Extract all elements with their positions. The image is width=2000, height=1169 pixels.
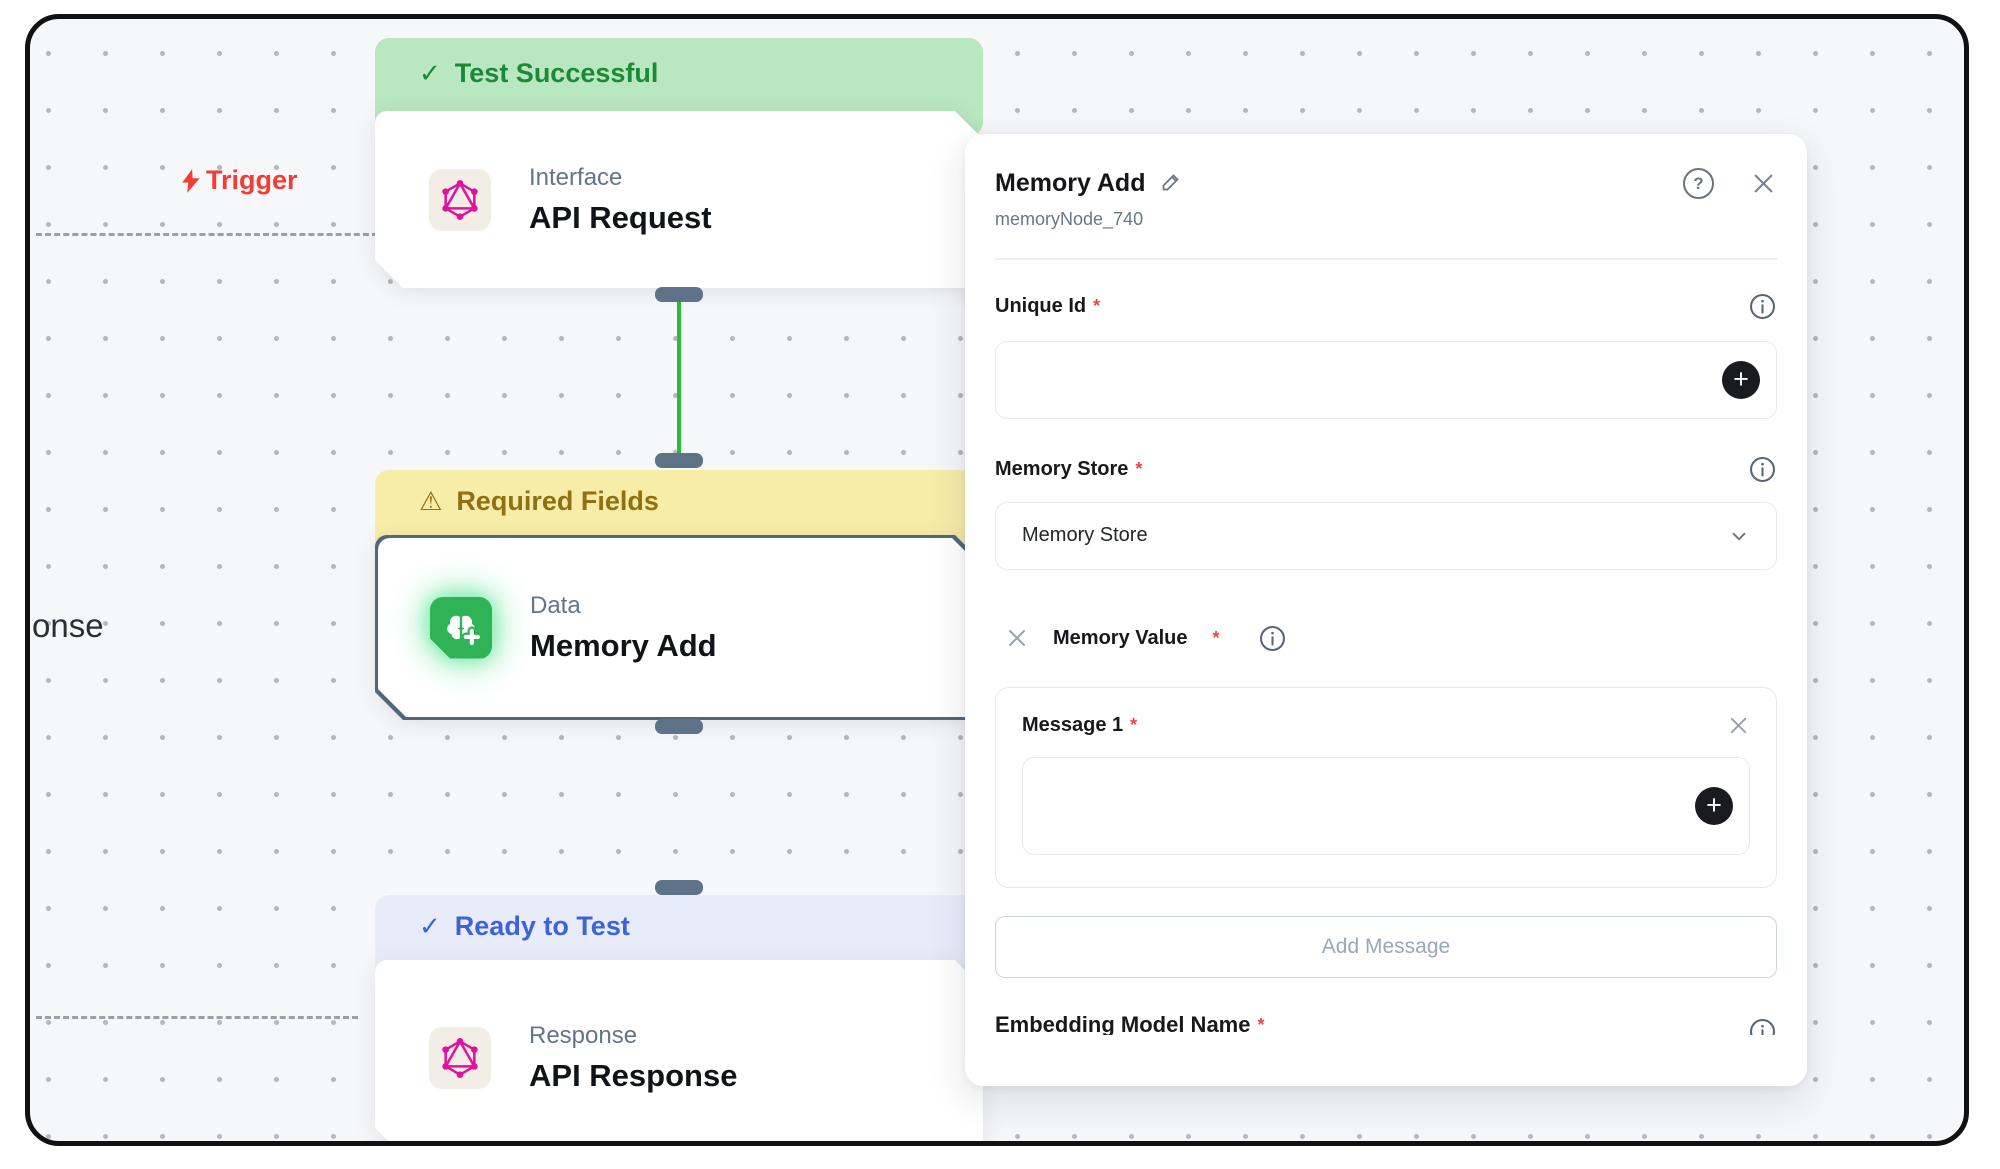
required-marker: * <box>1093 295 1101 316</box>
node-id-label: memoryNode_740 <box>995 209 1144 229</box>
memory-store-label: Memory Store <box>995 457 1129 480</box>
info-icon[interactable] <box>1748 1017 1777 1035</box>
node-title: API Request <box>529 199 712 235</box>
edge-api-request-to-memory-add <box>677 300 681 456</box>
check-icon: ✓ <box>419 58 441 88</box>
brain-add-icon <box>430 597 492 659</box>
required-marker: * <box>1257 1014 1265 1035</box>
status-text: Ready to Test <box>454 911 630 941</box>
memory-store-selected-value: Memory Store <box>1022 524 1148 546</box>
trigger-label: Trigger <box>206 165 298 195</box>
memory-value-label: Memory Value <box>1053 626 1188 649</box>
close-icon[interactable] <box>1750 170 1777 197</box>
required-marker: * <box>1130 714 1138 735</box>
status-text: Required Fields <box>456 486 659 516</box>
check-icon: ✓ <box>419 911 441 941</box>
unique-id-input[interactable]: + <box>995 340 1777 419</box>
message-1-card: Message 1 * + <box>995 686 1777 888</box>
required-marker: * <box>1135 458 1143 479</box>
add-variable-button[interactable]: + <box>1722 360 1760 399</box>
graphql-icon <box>429 1027 491 1089</box>
add-message-button[interactable]: Add Message <box>995 915 1777 978</box>
edit-pencil-icon[interactable] <box>1159 170 1183 194</box>
remove-message-icon[interactable] <box>1727 714 1750 737</box>
node-memory-add[interactable]: ⚠ Required Fields <box>375 470 983 730</box>
node-card-api-request[interactable]: Interface API Request <box>375 111 983 288</box>
node-card-memory-add[interactable]: Data Memory Add <box>375 535 983 720</box>
output-handle-memory-add[interactable] <box>655 719 703 734</box>
node-api-response[interactable]: ✓ Ready to Test <box>375 895 983 1146</box>
info-icon[interactable] <box>1748 292 1777 321</box>
embedding-model-row: Embedding Model Name * <box>995 1008 1777 1035</box>
embedding-model-label: Embedding Model Name <box>995 1011 1251 1035</box>
offscreen-node-partial-label: onse <box>32 607 104 644</box>
dashed-edge-bottom <box>36 1016 358 1019</box>
node-category: Interface <box>529 163 623 191</box>
output-handle-api-request[interactable] <box>655 287 703 302</box>
info-icon[interactable] <box>1748 455 1777 484</box>
node-title: Memory Add <box>530 627 717 663</box>
required-marker: * <box>1212 627 1220 648</box>
info-icon[interactable] <box>1258 624 1287 653</box>
node-config-panel: Memory Add ? memoryNode_740 Unique Id * <box>965 134 1807 1086</box>
panel-title: Memory Add <box>995 169 1146 197</box>
input-handle-memory-add[interactable] <box>655 453 703 468</box>
remove-memory-value-icon[interactable] <box>1005 626 1029 650</box>
divider <box>995 258 1777 260</box>
add-variable-button[interactable]: + <box>1695 786 1733 825</box>
dashed-edge-top <box>36 233 378 236</box>
lightning-bolt-icon <box>178 167 204 195</box>
panel-header: Memory Add ? <box>995 134 1777 199</box>
graphql-icon <box>429 169 491 231</box>
trigger-badge: Trigger <box>178 165 298 196</box>
warning-icon: ⚠ <box>419 486 443 516</box>
chevron-down-icon <box>1728 525 1750 547</box>
node-title: API Response <box>529 1058 738 1093</box>
status-text: Test Successful <box>454 58 659 88</box>
memory-store-select[interactable]: Memory Store <box>995 501 1777 570</box>
unique-id-label: Unique Id <box>995 294 1087 317</box>
help-icon[interactable]: ? <box>1683 168 1714 199</box>
node-category: Response <box>529 1022 638 1049</box>
message-1-label: Message 1 <box>1022 713 1124 736</box>
node-card-api-response[interactable]: Response API Response <box>375 960 983 1146</box>
input-handle-api-response[interactable] <box>655 880 703 895</box>
node-category: Data <box>530 591 581 619</box>
message-1-input[interactable]: + <box>1022 756 1750 855</box>
node-api-request[interactable]: ✓ Test Successful <box>375 38 983 288</box>
